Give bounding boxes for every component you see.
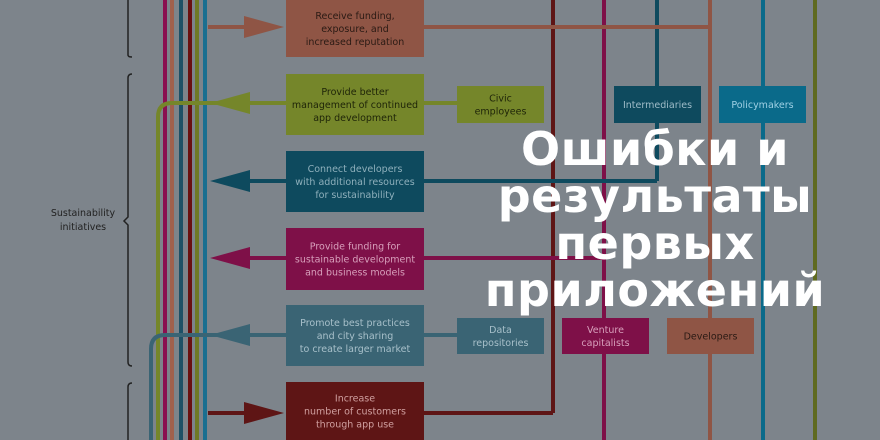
venture-capitalists-box <box>562 318 649 354</box>
title-line: Ошибки и <box>520 122 789 176</box>
outcome-box-text: with additional resources <box>295 177 414 188</box>
page-title: Ошибки и результаты первых приложений <box>430 126 880 314</box>
brace <box>127 0 133 58</box>
venture-capitalists-box-text: capitalists <box>581 338 629 349</box>
side-label: Sustainability <box>51 208 116 219</box>
developers-box-text: Developers <box>684 332 738 343</box>
side-label: initiatives <box>60 222 106 233</box>
slate-curve <box>149 333 286 440</box>
outcome-box-text: increased reputation <box>306 37 404 48</box>
outcome-box <box>286 74 424 135</box>
outcome-box-text: Promote best practices <box>300 318 410 329</box>
outcome-box <box>286 382 424 440</box>
title-line: результаты первых <box>497 169 813 270</box>
outcome-box-text: Connect developers <box>308 164 403 175</box>
outcome-box <box>286 305 424 366</box>
intermediaries-box-text: Intermediaries <box>623 100 692 111</box>
outcome-box-text: app development <box>313 113 397 124</box>
outcome-box <box>286 0 424 57</box>
data-repositories-box-text: Data <box>489 325 512 336</box>
arrow-left-icon <box>210 247 250 269</box>
outcome-box-text: number of customers <box>304 407 406 418</box>
outcome-box-text: Increase <box>335 394 375 405</box>
developers-box <box>667 318 754 354</box>
arrow-right-icon <box>244 402 284 424</box>
arrow-left-icon <box>210 92 250 114</box>
outcome-box-text: Provide funding for <box>310 242 401 253</box>
brace <box>122 73 133 367</box>
outcome-box <box>286 151 424 212</box>
outcome-box-text: sustainable development <box>295 255 415 266</box>
olive-curve <box>156 101 286 440</box>
brace <box>127 382 133 440</box>
outcome-box-text: through app use <box>316 420 394 431</box>
outcome-box-text: exposure, and <box>321 24 389 35</box>
outcome-box-text: Receive funding, <box>315 11 394 22</box>
data-repositories-box <box>457 318 544 354</box>
policymakers-box-text: Policymakers <box>731 100 793 111</box>
civic-employees-box-text: employees <box>475 107 527 118</box>
arrow-left-icon <box>210 324 250 346</box>
arrow-right-icon <box>244 16 284 38</box>
outcome-box-text: management of continued <box>292 100 418 111</box>
outcome-box-text: to create larger market <box>300 344 411 355</box>
outcome-box <box>286 228 424 290</box>
policymakers-box <box>719 86 806 123</box>
venture-capitalists-box-text: Venture <box>587 325 624 336</box>
civic-employees-box-text: Civic <box>489 94 512 105</box>
civic-employees-box <box>457 86 544 123</box>
intermediaries-box <box>614 86 701 123</box>
title-line: приложений <box>484 263 826 317</box>
outcome-box-text: Provide better <box>321 87 388 98</box>
arrow-left-icon <box>210 170 250 192</box>
data-repositories-box-text: repositories <box>473 338 529 349</box>
outcome-box-text: for sustainability <box>315 190 395 201</box>
outcome-box-text: and business models <box>305 268 405 279</box>
outcome-box-text: and city sharing <box>317 331 394 342</box>
